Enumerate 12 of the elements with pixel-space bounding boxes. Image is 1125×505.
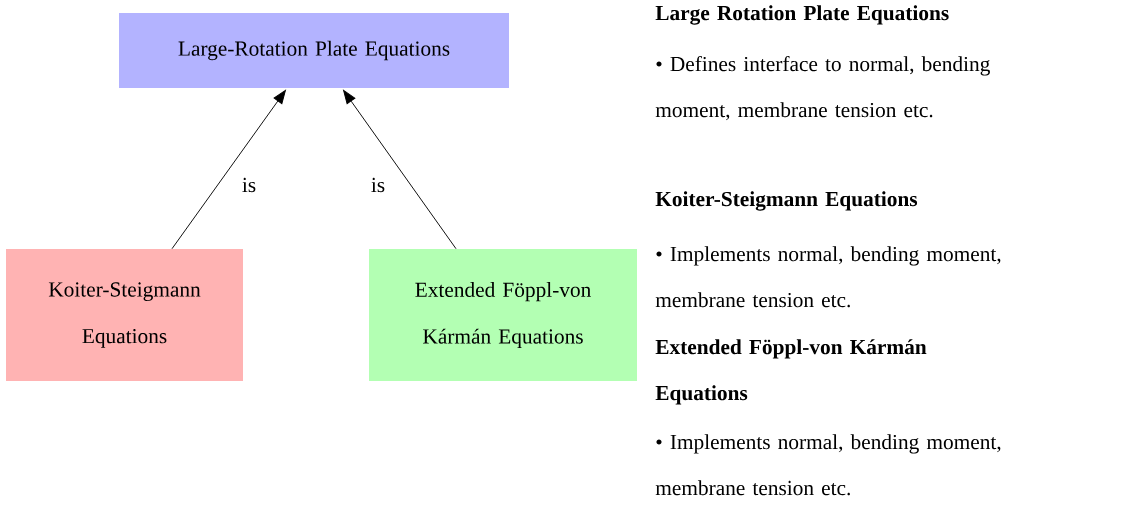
process-box: Extended Föppl-von Kármán Equations <box>369 249 637 381</box>
description-text: • Defines interface to normal, bending moment, membrane tension etc. <box>655 56 990 121</box>
description-text: • Implements normal, bending moment, membrane tension etc. <box>655 434 1001 496</box>
arrow <box>343 90 457 250</box>
edge-label: is <box>240 176 258 194</box>
heading: Koiter-Steigmann Equations <box>655 191 918 211</box>
heading: Large Rotation Plate Equations <box>655 5 949 25</box>
arrow <box>171 90 286 250</box>
heading: Extended Föppl-von Kármán Equations <box>655 339 927 405</box>
edge-label: is <box>369 176 387 194</box>
process-box: Koiter-Steigmann Equations <box>6 249 243 381</box>
process-box: Large-Rotation Plate Equations <box>119 13 509 88</box>
